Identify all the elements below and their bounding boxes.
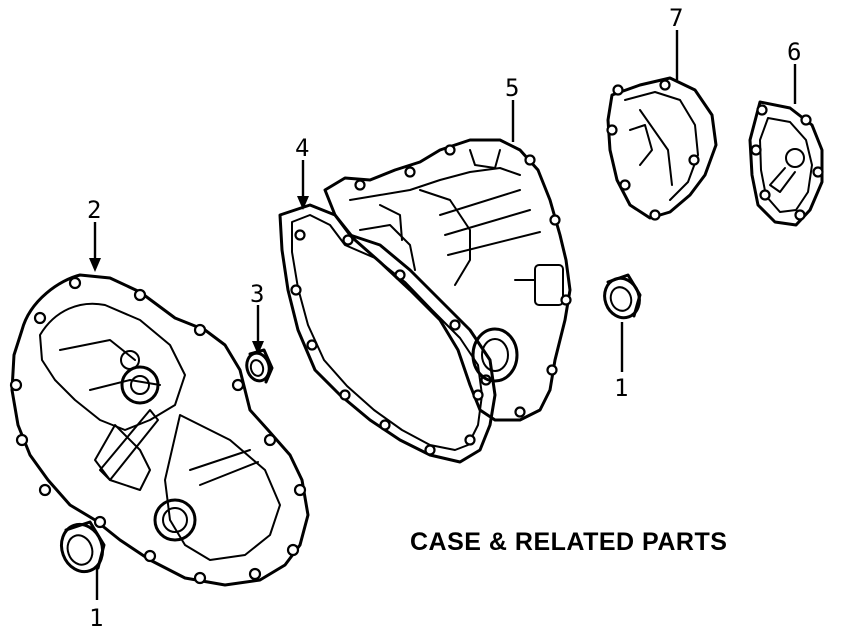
callout-4: 4 <box>295 134 309 162</box>
callout-7: 7 <box>669 4 683 32</box>
oil-seal-left <box>59 520 106 574</box>
small-seal <box>245 348 274 384</box>
extension-housing <box>606 76 718 221</box>
callout-1-left: 1 <box>89 604 103 632</box>
callout-1-right: 1 <box>614 374 628 402</box>
callout-leaders <box>89 30 797 600</box>
transaxle-housing <box>9 273 310 587</box>
case-gasket <box>278 203 497 464</box>
callout-5: 5 <box>505 74 519 102</box>
callout-6: 6 <box>787 38 801 66</box>
callout-3: 3 <box>250 280 264 308</box>
callout-2: 2 <box>87 196 101 224</box>
end-cover <box>748 100 824 227</box>
diagram-caption: CASE & RELATED PARTS <box>410 528 728 556</box>
transaxle-case <box>323 138 572 422</box>
oil-seal-right <box>603 273 642 320</box>
